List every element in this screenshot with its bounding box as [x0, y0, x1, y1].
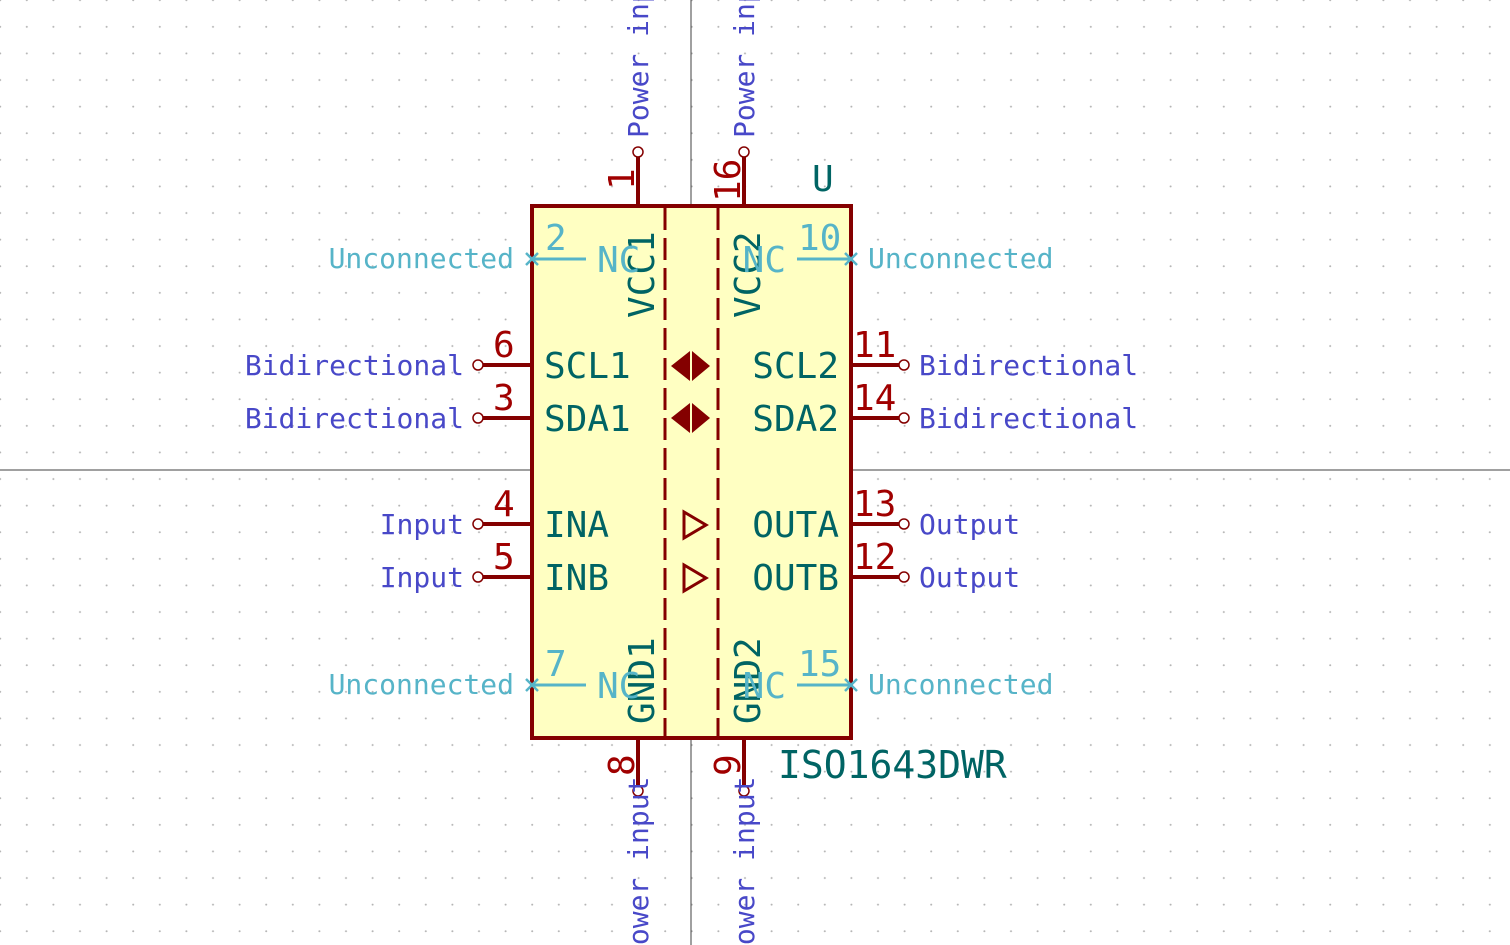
pin-number: 7 — [545, 644, 567, 685]
pin-8[interactable]: 8 GND1 Power input — [602, 637, 663, 945]
pin-type: Power input — [622, 777, 655, 945]
pin-endpoint-circle-icon — [632, 785, 644, 797]
pin-1[interactable]: 1 VCC1 Power input — [602, 0, 663, 318]
pin-endpoint-circle-icon — [738, 785, 750, 797]
pin-endpoint-circle-icon — [472, 359, 484, 371]
pin-name: GND2 — [728, 637, 769, 724]
pin-14[interactable]: 14 SDA2 Bidirectional — [752, 378, 1138, 440]
pin-number: 2 — [545, 218, 567, 259]
pin-name: OUTB — [752, 558, 839, 599]
pin-number: 11 — [853, 325, 896, 366]
pin-12[interactable]: 12 OUTB Output — [752, 537, 1020, 599]
pin-2[interactable]: 2 NC Unconnected — [329, 218, 641, 281]
no-connect-x-icon — [525, 678, 539, 692]
pin-type: Unconnected — [868, 242, 1053, 275]
pin-4[interactable]: 4 INA Input — [380, 484, 610, 546]
buffer-triangle-icon — [682, 509, 709, 541]
component-symbol[interactable] — [530, 204, 853, 740]
pin-type: Power input — [728, 0, 761, 138]
pin-number: 12 — [853, 537, 896, 578]
pin-type: Bidirectional — [245, 349, 464, 382]
pin-number: 15 — [798, 644, 841, 685]
pin-number: 6 — [493, 325, 515, 366]
pin-name: NC — [597, 240, 640, 281]
pin-number: 1 — [602, 168, 643, 190]
pin-endpoint-circle-icon — [898, 571, 910, 583]
pin-number: 9 — [708, 754, 749, 776]
pin-endpoint-circle-icon — [738, 146, 750, 158]
no-connect-x-icon — [525, 252, 539, 266]
pin-endpoint-circle-icon — [472, 518, 484, 530]
pin-type: Unconnected — [329, 242, 514, 275]
pin-15[interactable]: 15 NC Unconnected — [743, 644, 1054, 707]
pin-11[interactable]: 11 SCL2 Bidirectional — [752, 325, 1138, 387]
pin-name: NC — [597, 666, 640, 707]
bidirectional-arrow-icon — [671, 351, 710, 381]
pin-name: VCC2 — [728, 231, 769, 318]
pin-name: NC — [743, 666, 786, 707]
pin-name: INA — [544, 505, 609, 546]
pin-name: SDA2 — [752, 399, 839, 440]
pin-name: INB — [544, 558, 609, 599]
pin-number: 5 — [493, 537, 515, 578]
pin-number: 14 — [853, 378, 896, 419]
pin-name: VCC1 — [622, 231, 663, 318]
pin-type: Unconnected — [868, 668, 1053, 701]
pin-type: Bidirectional — [919, 349, 1138, 382]
part-value[interactable]: ISO1643DWR — [778, 743, 1007, 787]
pin-endpoint-circle-icon — [472, 571, 484, 583]
pin-name: SCL1 — [544, 346, 631, 387]
pin-endpoint-circle-icon — [472, 412, 484, 424]
pin-name: NC — [743, 240, 786, 281]
pin-type: Power input — [622, 0, 655, 138]
symbol-body[interactable] — [530, 204, 853, 740]
pin-5[interactable]: 5 INB Input — [380, 537, 609, 599]
pin-3[interactable]: 3 SDA1 Bidirectional — [245, 378, 631, 440]
pin-10[interactable]: 10 NC Unconnected — [743, 218, 1054, 281]
pin-type: Power input — [728, 777, 761, 945]
pin-endpoint-circle-icon — [898, 518, 910, 530]
pin-number: 8 — [602, 754, 643, 776]
pin-number: 16 — [708, 159, 749, 202]
pin-name: SCL2 — [752, 346, 839, 387]
pin-16[interactable]: 16 VCC2 Power input — [708, 0, 769, 318]
pin-endpoint-circle-icon — [898, 412, 910, 424]
pin-6[interactable]: 6 SCL1 Bidirectional — [245, 325, 631, 387]
pin-name: OUTA — [752, 505, 839, 546]
pin-number: 4 — [493, 484, 515, 525]
pin-endpoint-circle-icon — [632, 146, 644, 158]
pin-type: Unconnected — [329, 668, 514, 701]
no-connect-x-icon — [844, 252, 858, 266]
buffer-triangle-icon — [682, 562, 709, 594]
pin-7[interactable]: 7 NC Unconnected — [329, 644, 641, 707]
pin-number: 10 — [798, 218, 841, 259]
pin-number: 3 — [493, 378, 515, 419]
pin-name: SDA1 — [544, 399, 631, 440]
pin-type: Bidirectional — [919, 402, 1138, 435]
pin-9[interactable]: 9 GND2 Power input — [708, 637, 769, 945]
bidirectional-arrow-icon — [671, 403, 710, 433]
pin-number: 13 — [853, 484, 896, 525]
pin-type: Input — [380, 561, 464, 594]
pin-name: GND1 — [622, 637, 663, 724]
no-connect-x-icon — [844, 678, 858, 692]
pin-type: Bidirectional — [245, 402, 464, 435]
pin-endpoint-circle-icon — [898, 359, 910, 371]
pin-type: Output — [919, 561, 1020, 594]
pin-type: Output — [919, 508, 1020, 541]
pin-13[interactable]: 13 OUTA Output — [752, 484, 1020, 546]
reference-designator[interactable]: U — [812, 159, 834, 200]
pin-type: Input — [380, 508, 464, 541]
